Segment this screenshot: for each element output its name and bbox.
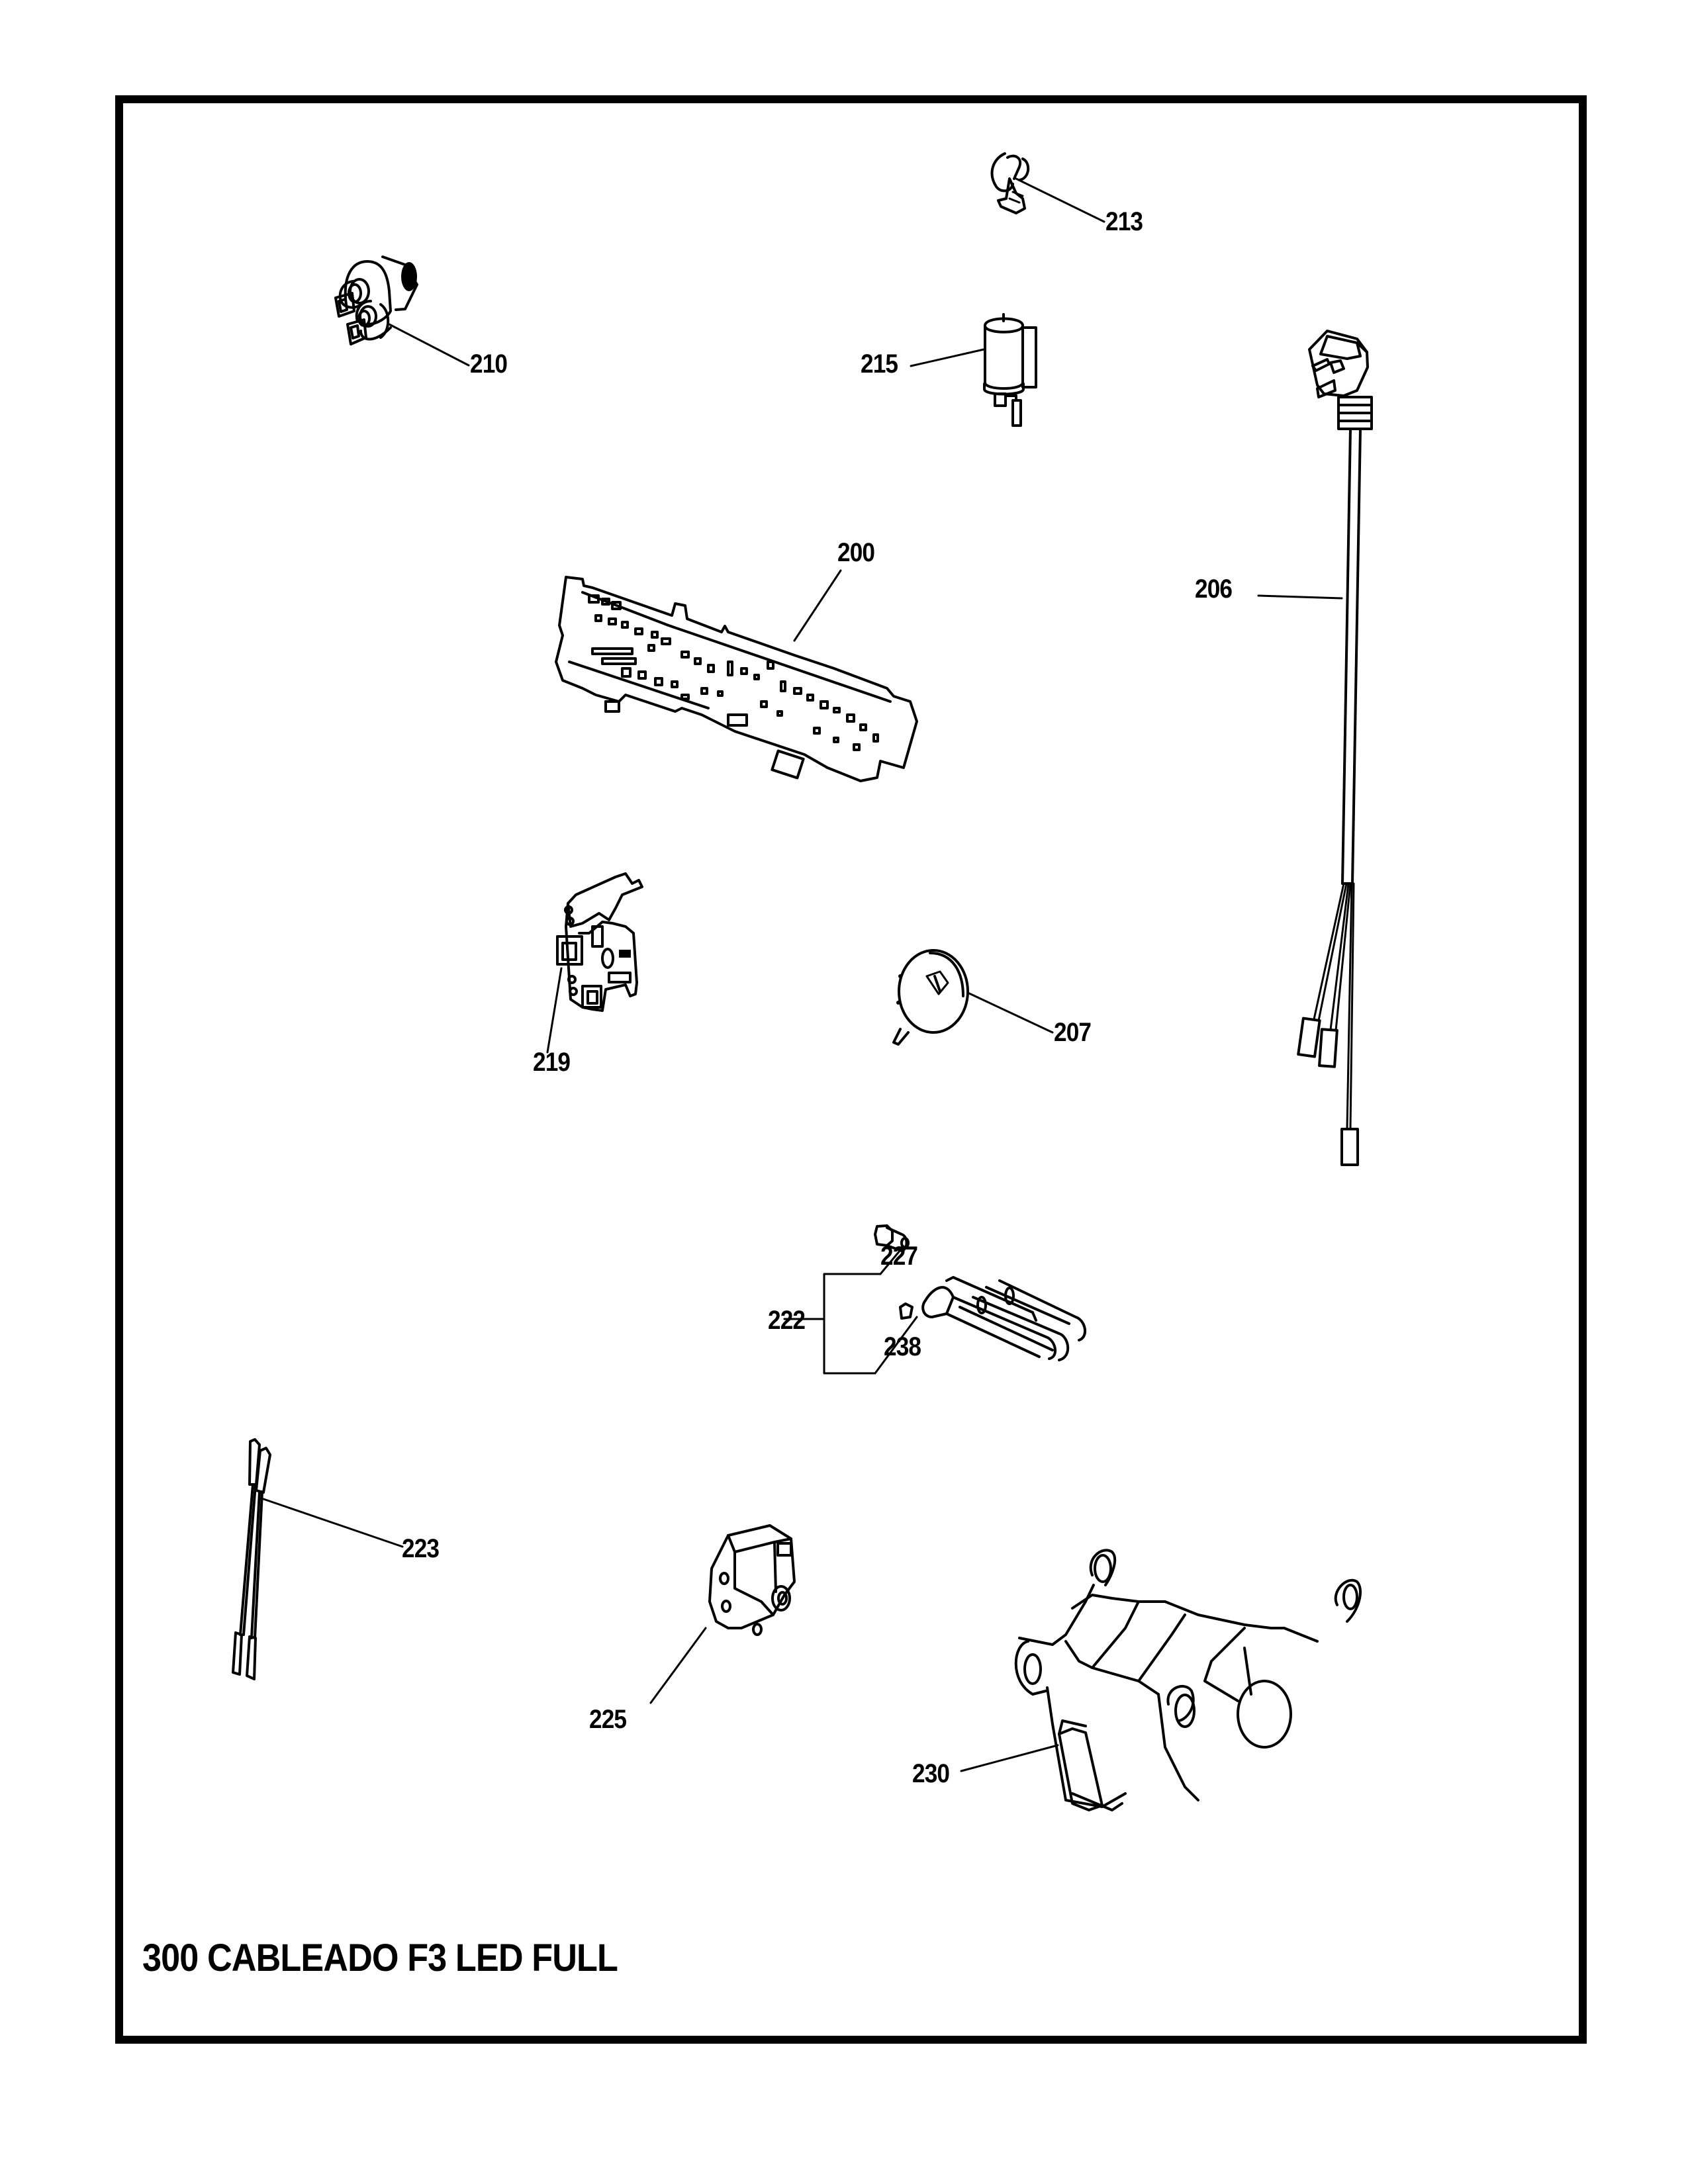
leader-225 <box>649 1627 707 1704</box>
part-215-capacitor-icon <box>983 313 1037 427</box>
callout-200: 200 <box>837 538 875 567</box>
part-230-motor-icon <box>1014 1549 1362 1811</box>
part-207-pressure-switch-icon <box>892 949 969 1046</box>
callout-230: 230 <box>912 1759 950 1788</box>
leader-213 <box>1015 177 1105 223</box>
callout-210: 210 <box>470 349 508 379</box>
leader-219 <box>546 967 563 1054</box>
diagram-title: 300 CABLEADO F3 LED FULL <box>142 1936 618 1979</box>
leader-215 <box>910 348 985 367</box>
heater-bracket-lines <box>783 1245 918 1375</box>
callout-219: 219 <box>533 1048 571 1077</box>
leader-200 <box>793 569 842 642</box>
part-238-heater-element-icon <box>899 1276 1086 1361</box>
leader-223 <box>262 1498 404 1548</box>
part-213-clip-icon <box>990 152 1030 214</box>
part-210-valve-icon <box>334 255 418 345</box>
callout-227: 227 <box>880 1242 918 1271</box>
part-219-door-lock-icon <box>556 872 643 1012</box>
part-225-drain-pump-icon <box>708 1524 796 1636</box>
part-227-nut-icon <box>874 1224 910 1252</box>
callout-223: 223 <box>402 1534 440 1563</box>
callout-206: 206 <box>1195 574 1233 604</box>
part-200-control-board-icon <box>555 576 918 782</box>
callout-238: 238 <box>884 1332 921 1361</box>
part-223-jumper-wire-icon <box>232 1438 271 1680</box>
leader-207 <box>966 991 1054 1034</box>
part-206-power-cord-icon <box>1297 330 1373 1166</box>
callout-215: 215 <box>861 349 898 379</box>
callout-213: 213 <box>1105 207 1143 236</box>
callout-207: 207 <box>1054 1018 1092 1047</box>
leader-206 <box>1257 594 1343 600</box>
leader-210 <box>388 323 470 367</box>
diagram-frame <box>115 95 1587 2044</box>
callout-225: 225 <box>589 1705 627 1734</box>
callout-222: 222 <box>768 1306 806 1335</box>
leader-230 <box>960 1744 1059 1772</box>
